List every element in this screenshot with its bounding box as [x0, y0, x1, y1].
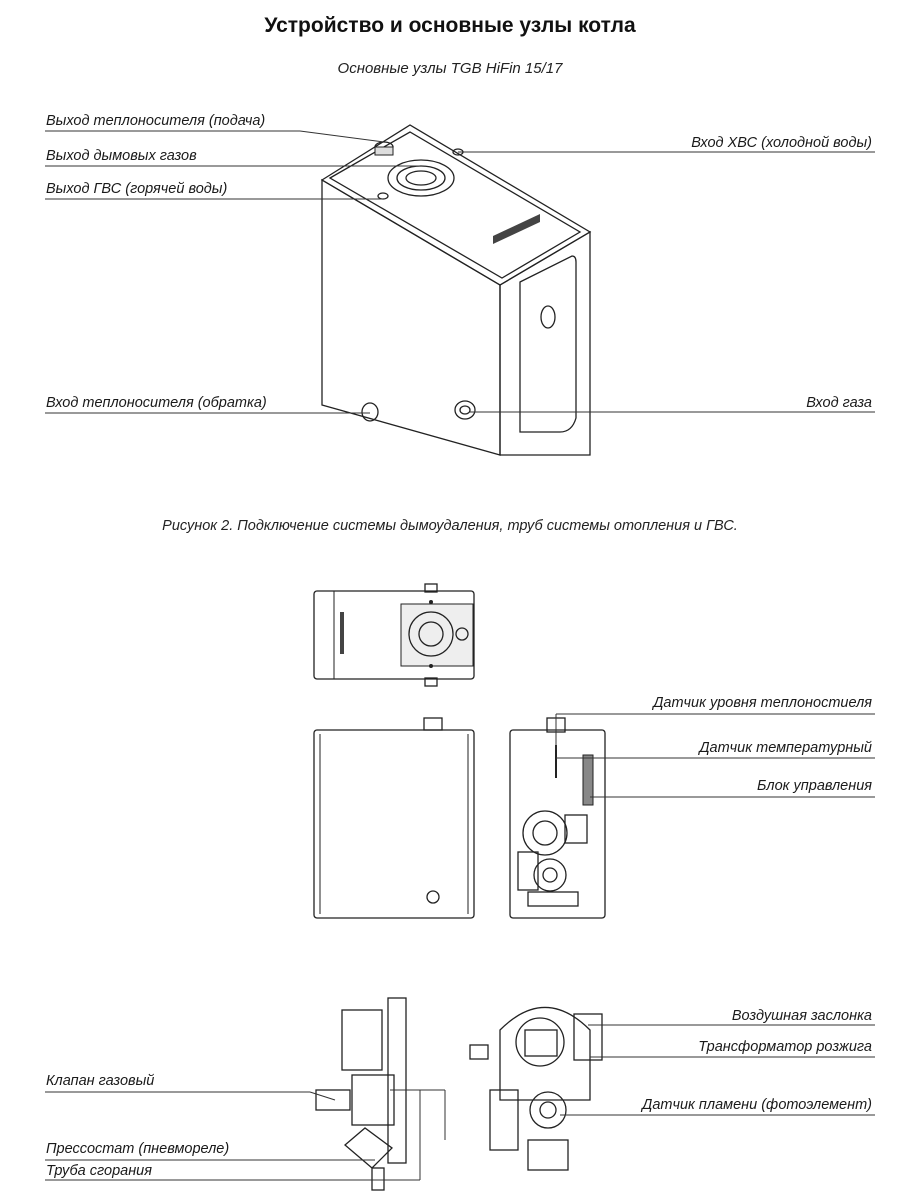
label-air-damper: Воздушная заслонка — [731, 1008, 872, 1024]
figure2-caption: Рисунок 2. Подключение системы дымоудале… — [162, 518, 738, 534]
gas-valve-assembly — [315, 997, 407, 1191]
burner-assembly — [469, 1007, 603, 1171]
label-flame-sensor: Датчик пламени (фотоэлемент) — [642, 1097, 872, 1113]
label-cold-water-inlet: Вход ХВС (холодной воды) — [691, 135, 872, 151]
label-hot-water-outlet: Выход ГВС (горячей воды) — [46, 181, 228, 197]
label-control-unit: Блок управления — [756, 778, 872, 794]
label-level-sensor: Датчик уровня теплоностиеля — [653, 695, 872, 711]
boiler-interior-view — [509, 717, 606, 919]
boiler-top-view — [313, 583, 475, 687]
page-title: Устройство и основные узлы котла — [264, 14, 636, 37]
label-gas-inlet: Вход газа — [806, 395, 872, 411]
label-ignition-transformer: Трансформатор розжига — [698, 1039, 872, 1055]
label-heat-carrier-return: Вход теплоносителя (обратка) — [46, 395, 267, 411]
figure3-leader-lines — [555, 713, 875, 798]
figure2-leader-lines — [45, 130, 875, 414]
boiler-front-view — [313, 717, 475, 919]
label-gas-valve: Клапан газовый — [46, 1073, 155, 1089]
label-heat-carrier-outlet: Выход теплоносителя (подача) — [46, 113, 266, 129]
page-subtitle: Основные узлы TGB HiFin 15/17 — [337, 60, 563, 77]
figure4-leader-lines — [45, 1024, 875, 1181]
label-pressure-switch: Прессостат (пневмореле) — [46, 1141, 230, 1157]
label-combustion-tube: Труба сгорания — [46, 1163, 152, 1179]
label-temperature-sensor: Датчик температурный — [699, 740, 872, 756]
boiler-isometric-illustration — [320, 124, 592, 456]
label-flue-gas-outlet: Выход дымовых газов — [46, 148, 197, 164]
